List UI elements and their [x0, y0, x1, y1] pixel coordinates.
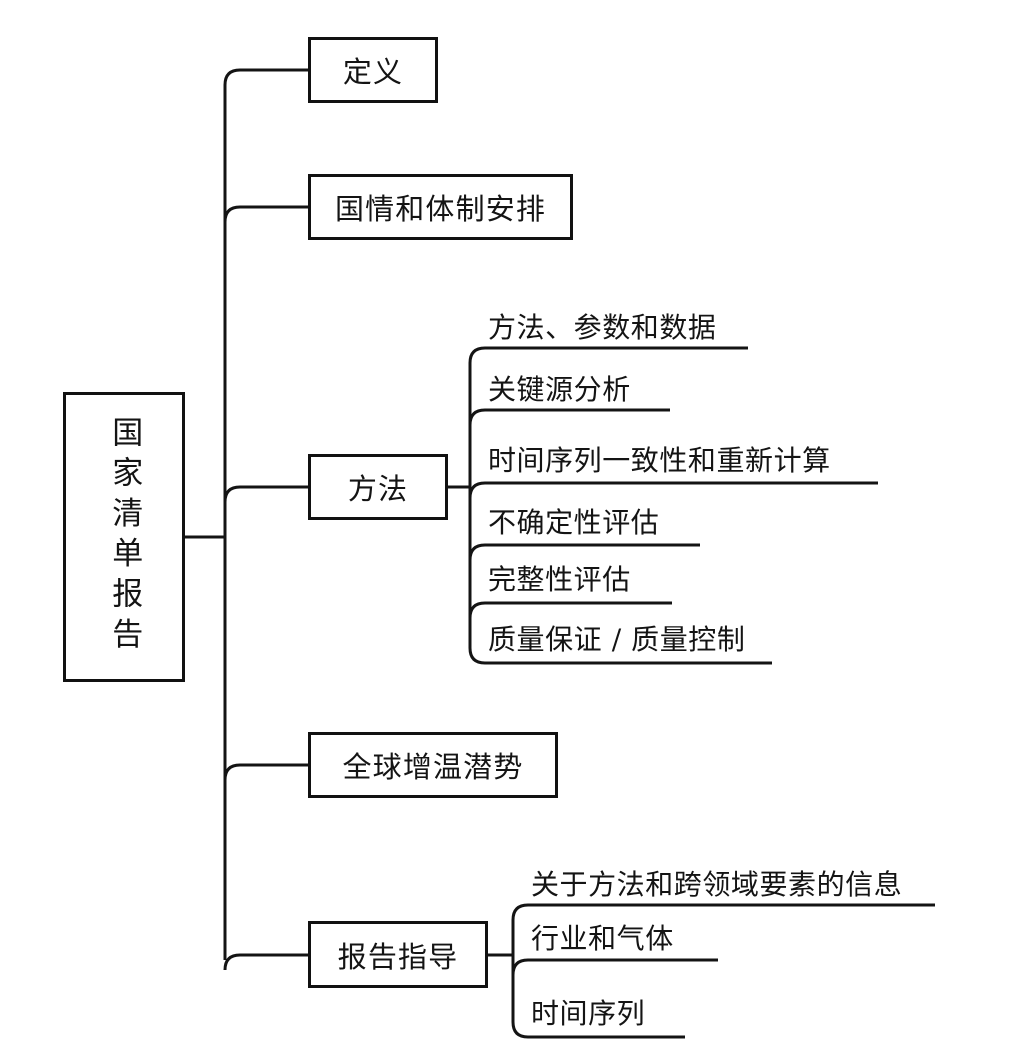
connector-main-trunk — [223, 68, 308, 960]
connector-method-item-5 — [468, 601, 672, 619]
leaf-key-source-analysis[interactable]: 关键源分析 — [488, 373, 631, 406]
branch-node-definition[interactable]: 定义 — [308, 37, 438, 103]
branch-node-gwp-label: 全球增温潜势 — [342, 750, 524, 784]
connector-method-item-2 — [468, 408, 670, 426]
connector-report-item-2 — [511, 958, 718, 976]
connector-report-item-3 — [511, 1021, 685, 1039]
connector-branch-4 — [223, 763, 308, 781]
connector-method-item-1 — [468, 346, 748, 364]
connector-method-item-4 — [468, 543, 700, 561]
branch-node-gwp[interactable]: 全球增温潜势 — [308, 732, 558, 798]
leaf-qa-qc[interactable]: 质量保证 / 质量控制 — [488, 623, 746, 656]
connector-method-item-3 — [468, 481, 878, 499]
branch-node-reporting-guidance[interactable]: 报告指导 — [308, 921, 488, 988]
connector-report-item-1 — [511, 903, 935, 921]
root-node[interactable]: 国家清单报告 — [63, 392, 185, 682]
branch-node-methods[interactable]: 方法 — [308, 454, 448, 520]
branch-node-national-circumstances[interactable]: 国情和体制安排 — [308, 174, 573, 240]
connector-branch-3 — [223, 485, 308, 503]
leaf-uncertainty-assessment[interactable]: 不确定性评估 — [488, 506, 660, 539]
branch-node-national-circumstances-label: 国情和体制安排 — [334, 192, 547, 226]
connector-method-item-6 — [468, 647, 772, 665]
leaf-time-series-consistency[interactable]: 时间序列一致性和重新计算 — [488, 444, 831, 477]
leaf-completeness-assessment[interactable]: 完整性评估 — [488, 563, 631, 596]
connector-branch-2 — [223, 205, 308, 223]
leaf-method-parameters-data[interactable]: 方法、参数和数据 — [488, 311, 717, 344]
branch-node-reporting-guidance-label: 报告指导 — [337, 939, 459, 974]
leaf-methodology-crosscutting-info[interactable]: 关于方法和跨领域要素的信息 — [531, 868, 903, 901]
branch-node-methods-label: 方法 — [347, 472, 409, 506]
root-node-label: 国家清单报告 — [106, 416, 143, 658]
branch-node-definition-label: 定义 — [342, 55, 404, 89]
connector-branch-5 — [223, 953, 308, 971]
leaf-sectors-and-gases[interactable]: 行业和气体 — [531, 922, 674, 955]
leaf-time-series[interactable]: 时间序列 — [531, 997, 646, 1030]
